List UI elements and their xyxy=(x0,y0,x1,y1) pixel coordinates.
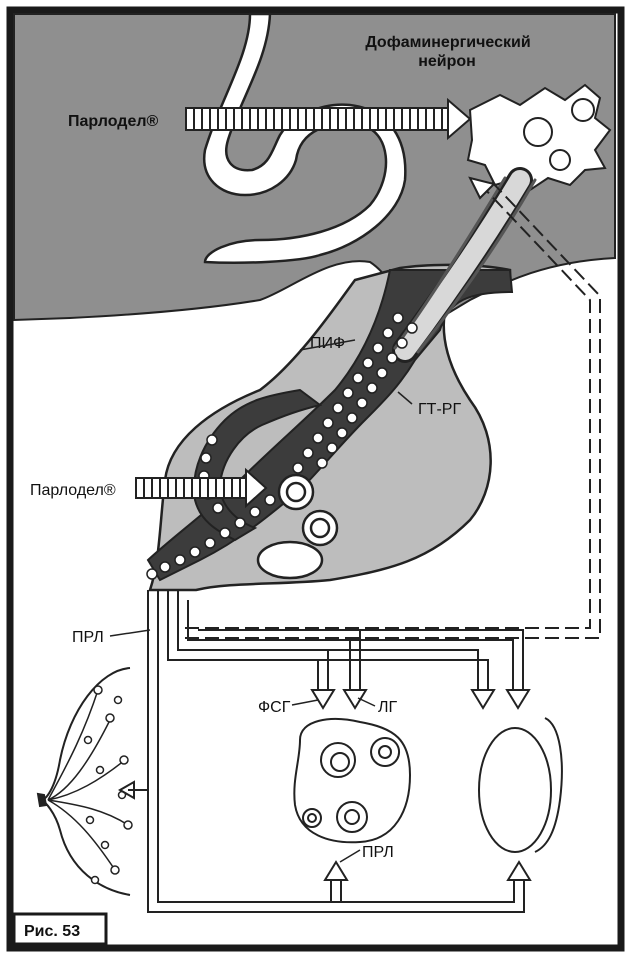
label-gtrg: ГТ-РГ xyxy=(418,401,461,418)
label-neuron-line2: нейрон xyxy=(418,53,476,70)
label-parlodel-top: Парлодел® xyxy=(68,113,159,130)
label-neuron-line1: Дофаминергический xyxy=(365,34,530,51)
ovary xyxy=(294,719,410,842)
label-prl-bottom: ПРЛ xyxy=(362,844,394,861)
label-lg: ЛГ xyxy=(378,699,398,716)
label-prl-left: ПРЛ xyxy=(72,629,104,646)
label-parlodel-mid: Парлодел® xyxy=(30,482,116,499)
figure-caption: Рис. 53 xyxy=(14,914,106,944)
figure-caption-text: Рис. 53 xyxy=(24,923,80,940)
label-fsg: ФСГ xyxy=(258,699,291,716)
